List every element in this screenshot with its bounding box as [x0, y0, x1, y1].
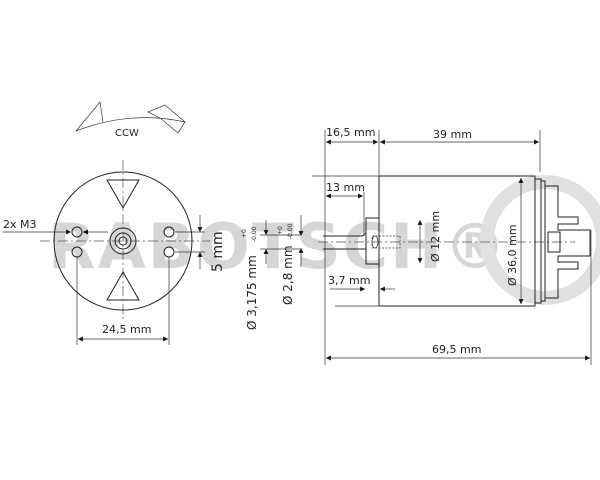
holes-label: 2x M3	[3, 218, 37, 231]
hole-spacing-label: 24,5 mm	[102, 323, 151, 336]
shaft-tol-lower: -0,00	[251, 226, 258, 242]
rotation-label: CCW	[115, 128, 139, 139]
rotation-arrow-icon	[75, 101, 186, 134]
front-view	[3, 160, 210, 345]
watermark: RABOTSCH®	[48, 210, 508, 283]
flat-length-label: 13 mm	[326, 181, 365, 194]
body-length-label: 39 mm	[433, 128, 472, 141]
total-length-label: 69,5 mm	[432, 343, 481, 356]
shaft-diameter-dim: Ø 3,175 mm +0 -0,00	[241, 226, 259, 330]
boss-length-label: 3,7 mm	[328, 274, 370, 287]
shaft-tol-upper: +0	[241, 229, 248, 238]
flat-tol-upper: +0	[277, 226, 284, 235]
hole-offset-label: 5 mm	[210, 231, 226, 272]
side-view	[312, 130, 592, 365]
boss-diameter-label: Ø 12 mm	[429, 211, 442, 262]
shaft-flat-dim: Ø 2,8 mm +0 -0,00	[277, 223, 295, 305]
shaft-diameter-label: Ø 3,175 mm	[245, 255, 259, 330]
shaft-length-label: 16,5 mm	[326, 126, 375, 139]
body-diameter-label: Ø 36,0 mm	[506, 224, 519, 286]
shaft-flat-label: Ø 2,8 mm	[281, 245, 295, 305]
flat-tol-lower: -0,00	[287, 223, 294, 239]
